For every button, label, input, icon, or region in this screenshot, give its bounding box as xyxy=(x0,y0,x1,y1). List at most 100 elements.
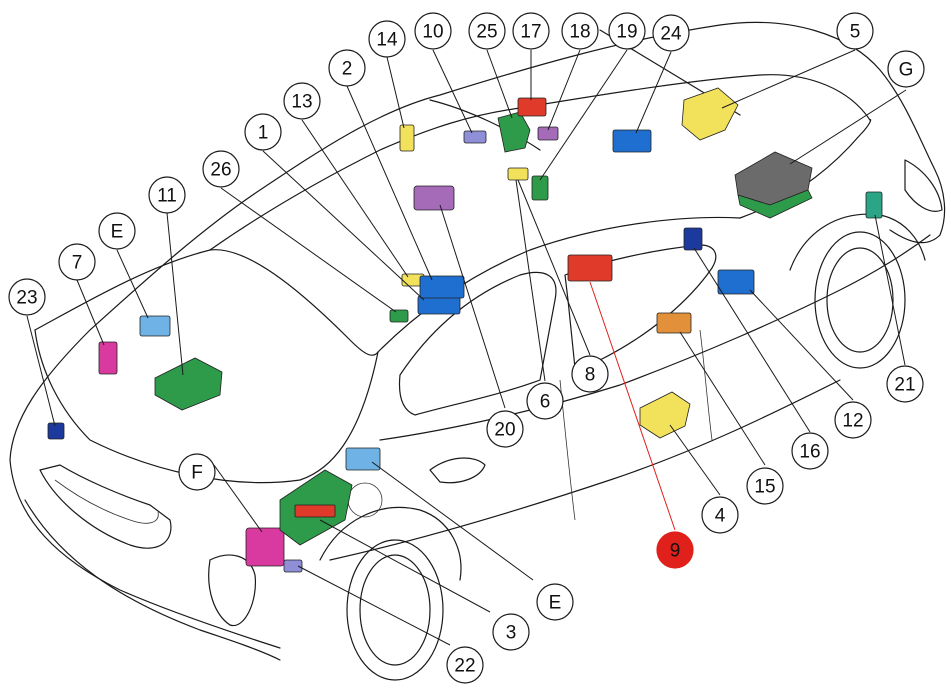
callout-circle xyxy=(701,496,739,534)
module-22 xyxy=(283,559,303,573)
callout-label: 16 xyxy=(799,442,820,463)
callout-8: 8 xyxy=(571,355,609,393)
components xyxy=(47,87,883,573)
module-10 xyxy=(463,130,487,144)
callout-10: 10 xyxy=(414,12,452,50)
callout-circle xyxy=(283,82,321,120)
module-21 xyxy=(865,191,883,219)
callout-circle xyxy=(328,49,366,87)
module-11 xyxy=(154,357,223,411)
leader-lines xyxy=(26,49,907,646)
callout-circle xyxy=(791,432,829,470)
callout-label: 8 xyxy=(585,365,596,386)
callout-label: 1 xyxy=(258,123,269,144)
callout-13: 13 xyxy=(283,82,321,120)
module-14 xyxy=(399,124,415,152)
callout-circle xyxy=(244,113,282,151)
callout-5: 5 xyxy=(836,12,874,50)
module-25 xyxy=(497,111,531,153)
callout-label: 7 xyxy=(72,253,83,274)
callout-circle xyxy=(571,355,609,393)
callout-label: 2 xyxy=(342,59,353,80)
module-3-display xyxy=(294,504,336,518)
module-15 xyxy=(656,312,692,334)
callout-3: 3 xyxy=(492,613,530,651)
callout-label: 23 xyxy=(16,288,37,309)
callout-circle xyxy=(492,613,530,651)
callout-circle xyxy=(98,212,136,250)
callout-7: 7 xyxy=(58,243,96,281)
callout-9: 9 xyxy=(656,531,694,569)
module-18 xyxy=(537,126,559,141)
callout-circle xyxy=(468,12,506,50)
callout-label: 15 xyxy=(754,477,775,498)
callout-circle xyxy=(746,467,784,505)
callout-15: 15 xyxy=(746,467,784,505)
callout-label: 4 xyxy=(715,506,726,527)
callout-circle xyxy=(836,12,874,50)
callout-circle xyxy=(886,365,924,403)
callout-22: 22 xyxy=(446,646,484,684)
callout-label: 6 xyxy=(540,392,551,413)
callout-24: 24 xyxy=(652,14,690,52)
callout-E: E xyxy=(98,212,136,250)
module-9 xyxy=(567,254,613,282)
module-5 xyxy=(681,87,739,141)
car-body-outline xyxy=(9,21,946,681)
callout-circle xyxy=(656,531,694,569)
module-20 xyxy=(413,185,455,211)
module-7 xyxy=(98,341,118,375)
callout-label: 13 xyxy=(291,92,312,113)
module-16 xyxy=(683,227,703,251)
callout-23: 23 xyxy=(8,278,46,316)
callout-circle xyxy=(178,453,216,491)
callout-label: 19 xyxy=(616,22,637,43)
callout-circle xyxy=(526,382,564,420)
callout-6: 6 xyxy=(526,382,564,420)
callout-26: 26 xyxy=(202,150,240,188)
callout-21: 21 xyxy=(886,365,924,403)
callout-18: 18 xyxy=(561,12,599,50)
callout-F: F xyxy=(178,453,216,491)
callout-label: 10 xyxy=(422,22,443,43)
callout-19: 19 xyxy=(608,12,646,50)
module-12 xyxy=(717,269,755,295)
callout-label: 11 xyxy=(157,186,177,207)
callout-circle xyxy=(512,12,550,50)
callout-label: 21 xyxy=(894,375,915,396)
callout-label: 25 xyxy=(476,22,497,43)
callout-label: 20 xyxy=(494,420,515,441)
callout-circle xyxy=(202,150,240,188)
callout-circle xyxy=(561,12,599,50)
module-23 xyxy=(47,422,65,440)
callout-label: 3 xyxy=(506,623,517,644)
module-F xyxy=(245,527,285,567)
module-19 xyxy=(531,175,549,201)
callout-20: 20 xyxy=(486,410,524,448)
module-G-base xyxy=(737,189,813,219)
callout-circle xyxy=(536,583,574,621)
module-26 xyxy=(389,309,409,323)
module-2 xyxy=(419,275,465,299)
callout-14: 14 xyxy=(368,20,406,58)
callouts: 23 7 E 11 26 1 13 2 14 10 25 17 18 19 24 5G 21 12 16 15 49 8 6… xyxy=(8,12,925,684)
callout-label: 5 xyxy=(850,22,861,43)
callout-circle xyxy=(887,50,925,88)
callout-label: 26 xyxy=(210,160,231,181)
callout-label: F xyxy=(191,463,203,484)
callout-11: 11 xyxy=(148,176,186,214)
callout-label: 17 xyxy=(520,22,541,43)
callout-circle xyxy=(368,20,406,58)
callout-12: 12 xyxy=(834,401,872,439)
callout-circle xyxy=(58,243,96,281)
callout-circle xyxy=(148,176,186,214)
callout-G: G xyxy=(887,50,925,88)
callout-label: G xyxy=(899,60,914,81)
callout-label: E xyxy=(111,222,124,243)
callout-label: 24 xyxy=(660,24,682,45)
callout-circle xyxy=(834,401,872,439)
callout-circle xyxy=(486,410,524,448)
callout-label: 18 xyxy=(569,22,590,43)
